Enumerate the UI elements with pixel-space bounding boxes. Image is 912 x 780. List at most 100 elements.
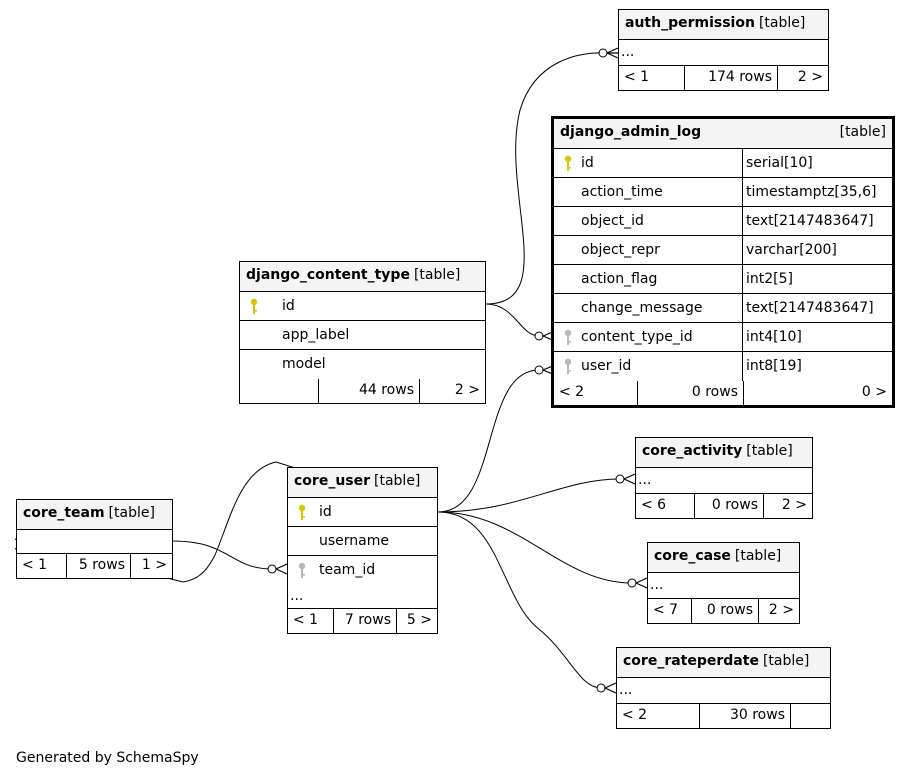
ellipsis-row	[17, 530, 172, 554]
column-type: text[2147483647]	[742, 207, 874, 235]
table-type: [table]	[762, 653, 810, 669]
table-core-team[interactable]: core_team[table] < 1 5 rows 1 >	[16, 499, 173, 579]
column-row[interactable]: app_label	[240, 321, 485, 350]
ellipsis-text: ...	[619, 682, 633, 698]
column-row[interactable]: model	[240, 350, 485, 379]
table-type: [table]	[758, 15, 806, 31]
table-header: core_rateperdate[table]	[617, 648, 830, 678]
ellipsis-text: ...	[621, 44, 635, 60]
column-row[interactable]: object_id text[2147483647]	[554, 207, 892, 236]
children-count[interactable]: 1 >	[130, 554, 172, 578]
parents-count[interactable]: < 1	[22, 557, 48, 573]
column-type: int4[10]	[742, 323, 802, 351]
edge-marker	[596, 683, 606, 693]
edge-content-type-auth-permission	[485, 52, 604, 305]
row-count: 0 rows	[694, 494, 763, 518]
table-header: core_user[table]	[288, 468, 437, 498]
foreign-key-icon	[564, 358, 572, 374]
edge-marker	[534, 331, 544, 341]
foreign-key-icon	[298, 562, 306, 578]
column-name: object_repr	[581, 242, 660, 258]
edge-content-type-admin-log	[485, 303, 540, 337]
column-name: user_id	[581, 358, 632, 374]
edge-marker	[615, 474, 625, 484]
parents-count[interactable]: < 6	[641, 497, 667, 513]
column-name: model	[282, 356, 326, 372]
edge-marker	[267, 564, 277, 574]
column-type: int8[19]	[742, 352, 802, 381]
column-row[interactable]: username	[288, 527, 437, 556]
primary-key-icon	[250, 298, 258, 314]
children-count[interactable]: 2 >	[777, 66, 828, 90]
column-row[interactable]: team_id	[288, 556, 437, 585]
column-type: varchar[200]	[742, 236, 837, 264]
parents-count[interactable]: < 2	[622, 707, 648, 723]
column-row[interactable]: user_id int8[19]	[554, 352, 892, 381]
column-name: object_id	[581, 213, 644, 229]
row-count: 44 rows	[318, 379, 419, 403]
column-type: serial[10]	[742, 149, 813, 177]
table-core-activity[interactable]: core_activity[table] ... < 6 0 rows 2 >	[635, 437, 813, 519]
edge-user-rateperdate	[437, 511, 602, 689]
parents-count[interactable]	[240, 379, 318, 403]
parents-count[interactable]: < 2	[559, 384, 585, 400]
edge-team-user	[172, 540, 273, 570]
children-count[interactable]	[790, 704, 830, 728]
table-header: core_activity[table]	[636, 438, 812, 468]
parents-count[interactable]: < 1	[624, 69, 650, 85]
edge-marker	[627, 578, 637, 588]
ellipsis-text: ...	[290, 588, 304, 604]
children-count[interactable]: 5 >	[396, 609, 437, 633]
column-type: timestamptz[35,6]	[742, 178, 876, 206]
table-type: [table]	[108, 505, 155, 521]
column-row[interactable]: id	[240, 292, 485, 321]
table-header: django_content_type[table]	[240, 262, 485, 292]
foreign-key-icon	[564, 329, 572, 345]
children-count[interactable]: 0 >	[743, 381, 892, 405]
edge-user-team-loop	[29, 461, 439, 583]
column-row[interactable]: id	[288, 498, 437, 527]
parents-count[interactable]: < 1	[293, 612, 319, 628]
table-footer: < 2 30 rows	[617, 704, 830, 728]
children-count[interactable]: 2 >	[758, 599, 799, 623]
table-type: [table]	[374, 473, 421, 489]
row-count: 174 rows	[684, 66, 777, 90]
edge-marker	[534, 365, 544, 375]
table-name: core_case	[654, 548, 731, 564]
column-type: text[2147483647]	[742, 294, 874, 322]
table-type: [table]	[746, 443, 793, 459]
column-row[interactable]: change_message text[2147483647]	[554, 294, 892, 323]
table-footer: < 1 5 rows 1 >	[17, 554, 172, 578]
column-name: id	[282, 298, 295, 314]
column-name: change_message	[581, 300, 703, 316]
table-name: django_content_type	[246, 267, 410, 283]
children-count[interactable]: 2 >	[763, 494, 812, 518]
ellipsis-row: ...	[636, 468, 812, 494]
edge-user-case	[437, 511, 633, 584]
table-core-case[interactable]: core_case[table] ... < 7 0 rows 2 >	[647, 542, 800, 624]
column-name: app_label	[282, 327, 350, 343]
table-auth-permission[interactable]: auth_permission[table] ... < 1 174 rows …	[618, 9, 829, 91]
parents-count[interactable]: < 7	[653, 602, 679, 618]
edge-marker	[598, 48, 608, 58]
table-footer: < 6 0 rows 2 >	[636, 494, 812, 518]
row-count: 0 rows	[637, 381, 743, 405]
children-count[interactable]: 2 >	[419, 379, 485, 403]
column-row[interactable]: object_repr varchar[200]	[554, 236, 892, 265]
table-footer: < 1 174 rows 2 >	[619, 66, 828, 90]
row-count: 7 rows	[333, 609, 396, 633]
row-count: 5 rows	[66, 554, 130, 578]
column-name: action_flag	[581, 271, 658, 287]
edge-marker	[623, 473, 636, 485]
primary-key-icon	[298, 504, 306, 520]
table-core-rateperdate[interactable]: core_rateperdate[table] ... < 2 30 rows	[616, 647, 831, 729]
table-name: django_admin_log	[560, 124, 702, 140]
table-type: [table]	[839, 124, 886, 140]
